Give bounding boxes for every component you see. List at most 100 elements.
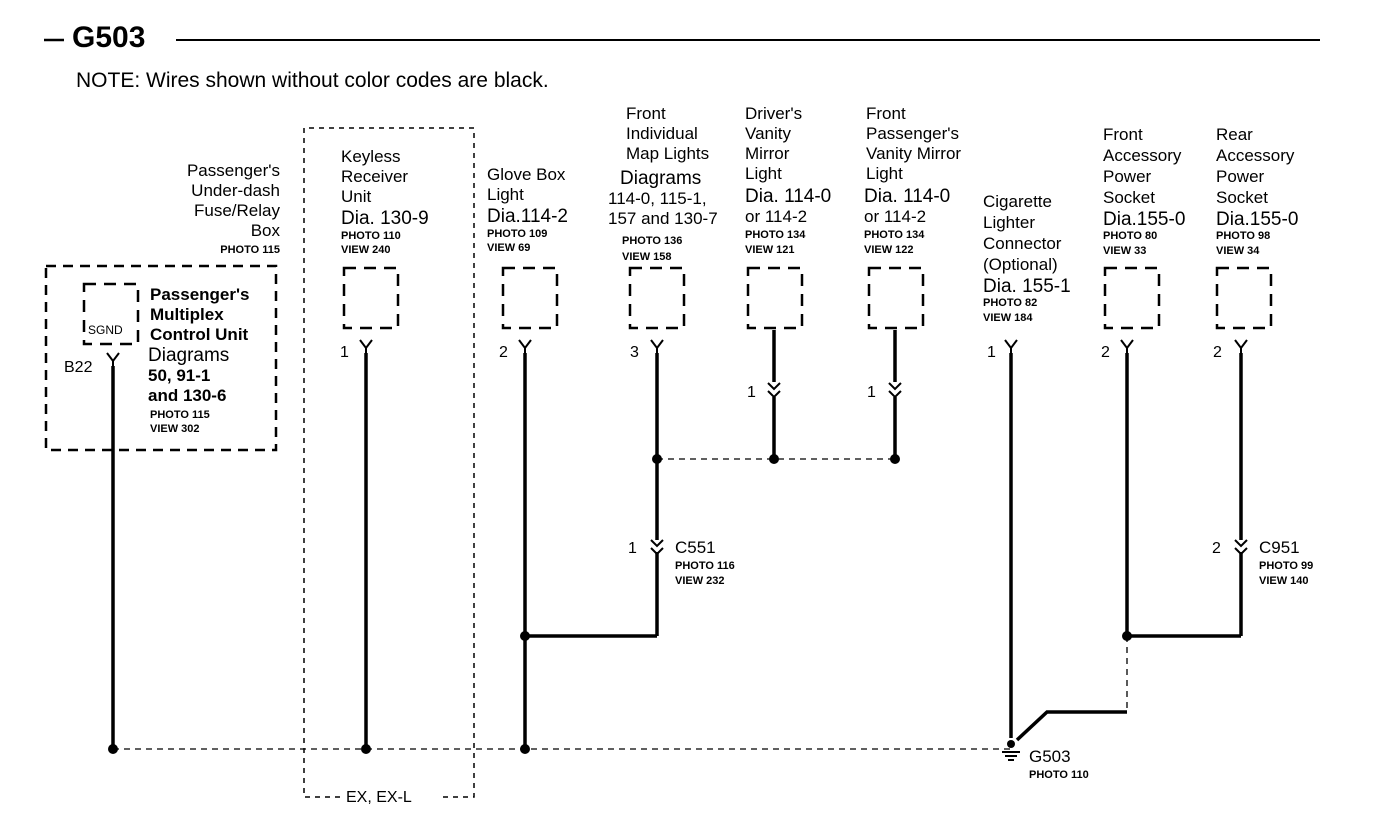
c551-label: 1 C551 PHOTO 116 VIEW 232 <box>628 538 735 587</box>
keyless-connector-box <box>342 266 400 330</box>
svg-text:Unit: Unit <box>341 187 372 206</box>
svg-text:Dia. 114-0: Dia. 114-0 <box>864 186 950 207</box>
svg-text:Diagrams: Diagrams <box>148 345 229 366</box>
svg-text:PHOTO 116: PHOTO 116 <box>675 560 735 572</box>
driver-vanity-connector-box <box>746 266 804 330</box>
svg-text:PHOTO 98: PHOTO 98 <box>1216 230 1270 242</box>
c951-label: 2 C951 PHOTO 99 VIEW 140 <box>1212 538 1313 587</box>
splice-mpcu <box>108 744 118 754</box>
terminal-keyless <box>359 339 373 354</box>
svg-text:Light: Light <box>487 185 524 204</box>
glovebox-light-label: Glove Box Light Dia.114-2 PHOTO 109 VIEW… <box>487 165 568 254</box>
svg-text:Accessory: Accessory <box>1103 146 1182 165</box>
splice-passenger-vanity <box>890 454 900 464</box>
svg-text:50, 91-1: 50, 91-1 <box>148 366 210 385</box>
svg-text:Receiver: Receiver <box>341 167 408 186</box>
svg-text:Individual: Individual <box>626 124 698 143</box>
svg-text:Socket: Socket <box>1103 188 1155 207</box>
inline-connector-driver-vanity <box>767 382 781 398</box>
svg-text:C551: C551 <box>675 538 716 557</box>
svg-text:Keyless: Keyless <box>341 147 401 166</box>
svg-text:Socket: Socket <box>1216 188 1268 207</box>
splice-glovebox-map <box>520 631 530 641</box>
svg-text:Vanity Mirror: Vanity Mirror <box>866 144 961 163</box>
svg-text:PHOTO 110: PHOTO 110 <box>1029 769 1089 781</box>
svg-text:VIEW 302: VIEW 302 <box>150 423 200 435</box>
svg-text:VIEW 140: VIEW 140 <box>1259 575 1309 587</box>
svg-text:Rear: Rear <box>1216 125 1253 144</box>
svg-text:Accessory: Accessory <box>1216 146 1295 165</box>
mpcu-box <box>82 282 140 346</box>
svg-text:PHOTO 80: PHOTO 80 <box>1103 230 1157 242</box>
pin-driver-vanity: 1 <box>747 384 756 401</box>
pin-cigarette: 1 <box>987 344 996 361</box>
splice-keyless <box>361 744 371 754</box>
fuse-relay-box-label: Passenger's Under-dash Fuse/Relay Box PH… <box>187 161 281 256</box>
ground-label: G503 PHOTO 110 <box>1029 747 1089 781</box>
rear-socket-label: Rear Accessory Power Socket Dia.155-0 PH… <box>1216 125 1298 257</box>
glovebox-connector-box <box>501 266 559 330</box>
passenger-vanity-connector-box <box>867 266 925 330</box>
option-region-box <box>303 127 475 798</box>
svg-text:Front: Front <box>866 104 906 123</box>
svg-text:Passenger's: Passenger's <box>866 124 959 143</box>
svg-text:PHOTO 110: PHOTO 110 <box>341 230 401 242</box>
pin-passenger-vanity: 1 <box>867 384 876 401</box>
svg-text:Dia. 114-0: Dia. 114-0 <box>745 186 831 207</box>
svg-text:PHOTO 99: PHOTO 99 <box>1259 560 1313 572</box>
terminal-glovebox <box>518 339 532 354</box>
svg-text:Passenger's: Passenger's <box>150 285 250 304</box>
svg-text:or 114-2: or 114-2 <box>864 207 926 226</box>
pin-b22: B22 <box>64 359 93 376</box>
svg-text:114-0, 115-1,: 114-0, 115-1, <box>608 189 707 208</box>
svg-text:PHOTO 115: PHOTO 115 <box>150 409 210 421</box>
driver-vanity-label: Driver's Vanity Mirror Light Dia. 114-0 … <box>745 104 831 256</box>
svg-text:VIEW 69: VIEW 69 <box>487 242 530 254</box>
rear-socket-connector-box <box>1215 266 1273 330</box>
svg-text:PHOTO 115: PHOTO 115 <box>220 244 280 256</box>
terminal-rear-socket <box>1234 339 1248 354</box>
svg-text:Dia.114-2: Dia.114-2 <box>487 206 568 227</box>
note-text: NOTE: Wires shown without color codes ar… <box>76 69 549 92</box>
svg-text:VIEW 232: VIEW 232 <box>675 575 725 587</box>
splice-driver-vanity <box>769 454 779 464</box>
front-socket-connector-box <box>1103 266 1161 330</box>
splice-map-vanity <box>652 454 662 464</box>
svg-text:C951: C951 <box>1259 538 1300 557</box>
page-title: G503 <box>72 21 145 54</box>
svg-text:2: 2 <box>1212 540 1221 557</box>
svg-text:Cigarette: Cigarette <box>983 192 1052 211</box>
svg-text:Driver's: Driver's <box>745 104 802 123</box>
svg-text:Box: Box <box>251 221 281 240</box>
inline-connector-c551 <box>650 539 664 555</box>
terminal-cigarette <box>1004 339 1018 354</box>
svg-text:VIEW 184: VIEW 184 <box>983 312 1033 324</box>
terminal-mpcu <box>106 352 120 367</box>
svg-text:Light: Light <box>866 164 903 183</box>
svg-text:VIEW 121: VIEW 121 <box>745 244 795 256</box>
svg-text:VIEW 158: VIEW 158 <box>622 251 672 263</box>
svg-text:Front: Front <box>626 104 666 123</box>
svg-text:VIEW 33: VIEW 33 <box>1103 245 1146 257</box>
svg-text:Dia.155-0: Dia.155-0 <box>1103 209 1185 230</box>
inline-connector-c951 <box>1234 539 1248 555</box>
svg-text:Diagrams: Diagrams <box>620 168 701 189</box>
svg-text:Fuse/Relay: Fuse/Relay <box>194 201 280 220</box>
svg-text:PHOTO 134: PHOTO 134 <box>745 229 806 241</box>
map-lights-label: Front Individual Map Lights Diagrams 114… <box>608 104 718 263</box>
svg-text:Connector: Connector <box>983 234 1062 253</box>
inline-connector-passenger-vanity <box>888 382 902 398</box>
svg-text:Dia.155-0: Dia.155-0 <box>1216 209 1298 230</box>
svg-text:Map Lights: Map Lights <box>626 144 709 163</box>
svg-text:Mirror: Mirror <box>745 144 790 163</box>
map-lights-connector-box <box>628 266 686 330</box>
front-socket-label: Front Accessory Power Socket Dia.155-0 P… <box>1103 125 1185 257</box>
terminal-front-socket <box>1120 339 1134 354</box>
sgnd-label: SGND <box>88 323 123 337</box>
svg-text:1: 1 <box>628 540 637 557</box>
svg-text:VIEW 122: VIEW 122 <box>864 244 914 256</box>
svg-text:Control Unit: Control Unit <box>150 325 249 344</box>
option-label: EX, EX-L <box>346 789 412 806</box>
svg-text:Front: Front <box>1103 125 1143 144</box>
